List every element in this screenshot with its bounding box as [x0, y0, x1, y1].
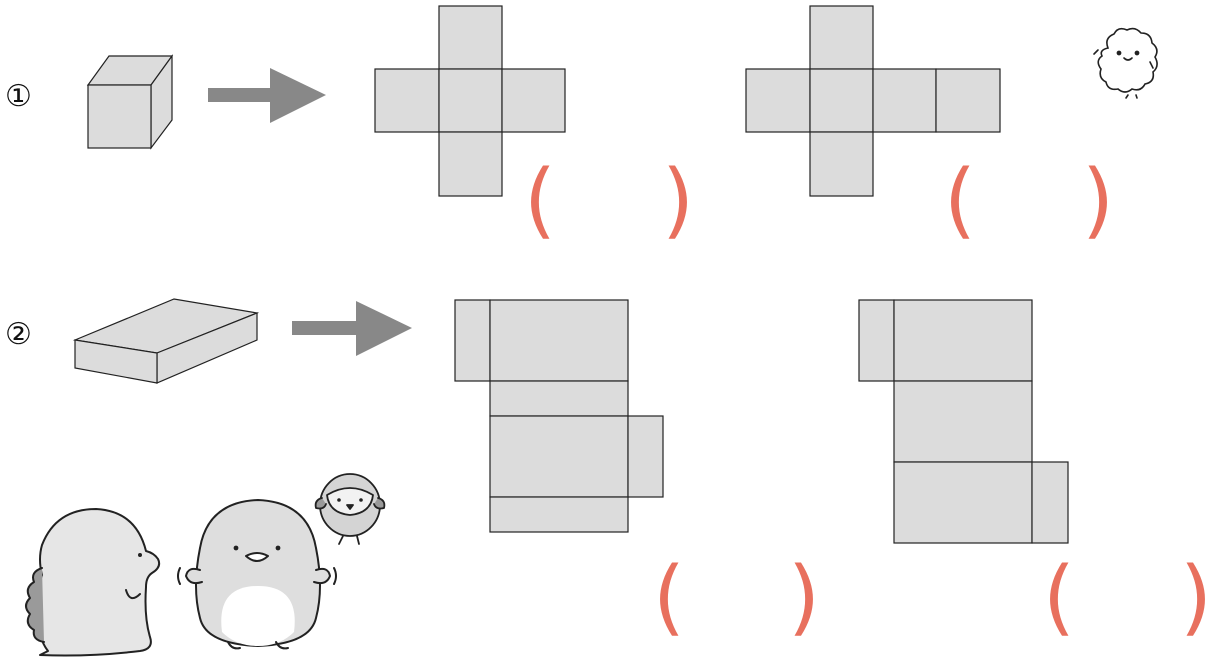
- arrow-icon: [292, 301, 412, 356]
- close-paren: ): [788, 550, 820, 645]
- close-paren: ): [1082, 153, 1114, 248]
- arrow-icon: [208, 68, 326, 123]
- dinosaur-character: [25, 508, 161, 657]
- question-1-number: ①: [5, 79, 32, 114]
- open-paren: (: [653, 550, 685, 645]
- cube-net-b: [745, 5, 1001, 197]
- close-paren: ): [1180, 550, 1212, 645]
- bird-character: [314, 473, 386, 545]
- rectangular-prism-solid: [72, 298, 260, 384]
- open-paren: (: [944, 153, 976, 248]
- open-paren: (: [524, 153, 556, 248]
- cube-solid: [86, 54, 174, 150]
- prism-net-b: [858, 299, 1069, 544]
- furball-character: [1093, 27, 1158, 99]
- close-paren: ): [662, 153, 694, 248]
- cube-net-a: [374, 5, 566, 197]
- open-paren: (: [1043, 550, 1075, 645]
- question-2-number: ②: [5, 317, 32, 352]
- penguin-character: [177, 499, 337, 650]
- prism-net-a: [454, 299, 664, 533]
